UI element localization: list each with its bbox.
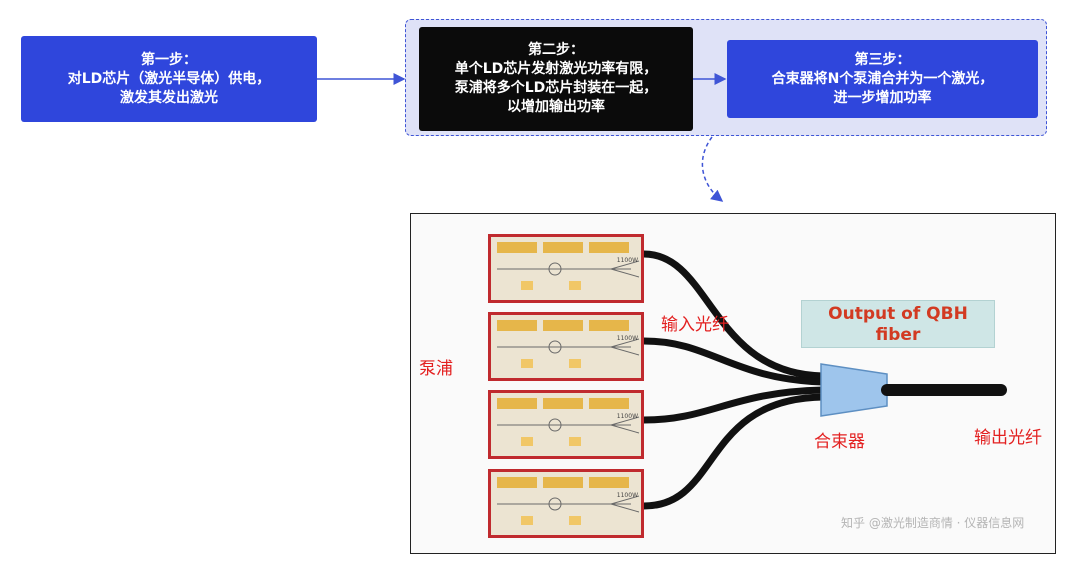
input-fiber-4: [643, 393, 824, 510]
module-power-label: 1100W: [616, 492, 638, 499]
combiner-shape: [820, 363, 888, 417]
chip: [497, 242, 537, 253]
component: [521, 437, 533, 446]
chip: [543, 477, 583, 488]
output-label-line-1: Output of QBH: [828, 304, 968, 324]
pump-label: 泵浦: [419, 359, 453, 379]
chip: [543, 320, 583, 331]
output-label-line-2: fiber: [875, 325, 921, 345]
step-3-box: 第三步： 合束器将N个泵浦合并为一个激光， 进一步增加功率: [727, 40, 1038, 118]
module-wiring: [497, 260, 640, 278]
step-1-title: 第一步：: [141, 51, 197, 68]
pump-combiner-figure: Output of QBH fiber 1100W 1100W: [410, 213, 1056, 554]
component: [569, 359, 581, 368]
chip: [589, 320, 629, 331]
step-1-line-1: 对LD芯片（激光半导体）供电，: [67, 70, 271, 87]
pump-module-4: 1100W: [488, 469, 644, 538]
step-2-box: 第二步： 单个LD芯片发射激光功率有限， 泵浦将多个LD芯片封装在一起， 以增加…: [419, 27, 693, 131]
component: [569, 516, 581, 525]
watermark: 知乎 @激光制造商情 · 仪器信息网: [841, 516, 1025, 530]
output-fiber-label: 输出光纤: [974, 428, 1042, 448]
chip: [497, 398, 537, 409]
component: [521, 359, 533, 368]
input-fiber-2: [643, 337, 824, 386]
step-1-line-2: 激发其发出激光: [120, 89, 218, 106]
chip: [589, 477, 629, 488]
module-power-label: 1100W: [616, 413, 638, 420]
pump-module-1: 1100W: [488, 234, 644, 303]
module-power-label: 1100W: [616, 335, 638, 342]
arrow-group-to-figure: [701, 136, 724, 202]
step-1-box: 第一步： 对LD芯片（激光半导体）供电， 激发其发出激光: [21, 36, 317, 122]
input-fiber-3: [643, 386, 824, 424]
fiber-drawing: [643, 250, 1007, 510]
module-wiring: [497, 338, 640, 356]
step-3-line-2: 进一步增加功率: [833, 89, 932, 106]
output-qbh-fiber-label: Output of QBH fiber: [801, 300, 995, 348]
chip: [589, 242, 629, 253]
step-2-line-1: 单个LD芯片发射激光功率有限，: [454, 61, 658, 77]
module-wiring: [497, 495, 640, 513]
chip: [543, 398, 583, 409]
step-3-line-1: 合束器将N个泵浦合并为一个激光，: [771, 70, 994, 87]
component: [569, 437, 581, 446]
component: [521, 281, 533, 290]
step-2-title: 第二步：: [528, 42, 584, 58]
pump-module-3: 1100W: [488, 390, 644, 459]
input-fiber-label: 输入光纤: [661, 315, 729, 335]
input-fiber-1: [643, 250, 824, 380]
step-2-line-2: 泵浦将多个LD芯片封装在一起，: [454, 80, 658, 96]
chip: [497, 477, 537, 488]
chip: [543, 242, 583, 253]
pump-module-2: 1100W: [488, 312, 644, 381]
component: [569, 281, 581, 290]
module-wiring: [497, 416, 640, 434]
step-3-title: 第三步：: [854, 51, 911, 68]
step-2-line-3: 以增加输出功率: [507, 99, 605, 115]
module-power-label: 1100W: [616, 257, 638, 264]
combiner-label: 合束器: [814, 432, 865, 452]
component: [521, 516, 533, 525]
chip: [497, 320, 537, 331]
chip: [589, 398, 629, 409]
